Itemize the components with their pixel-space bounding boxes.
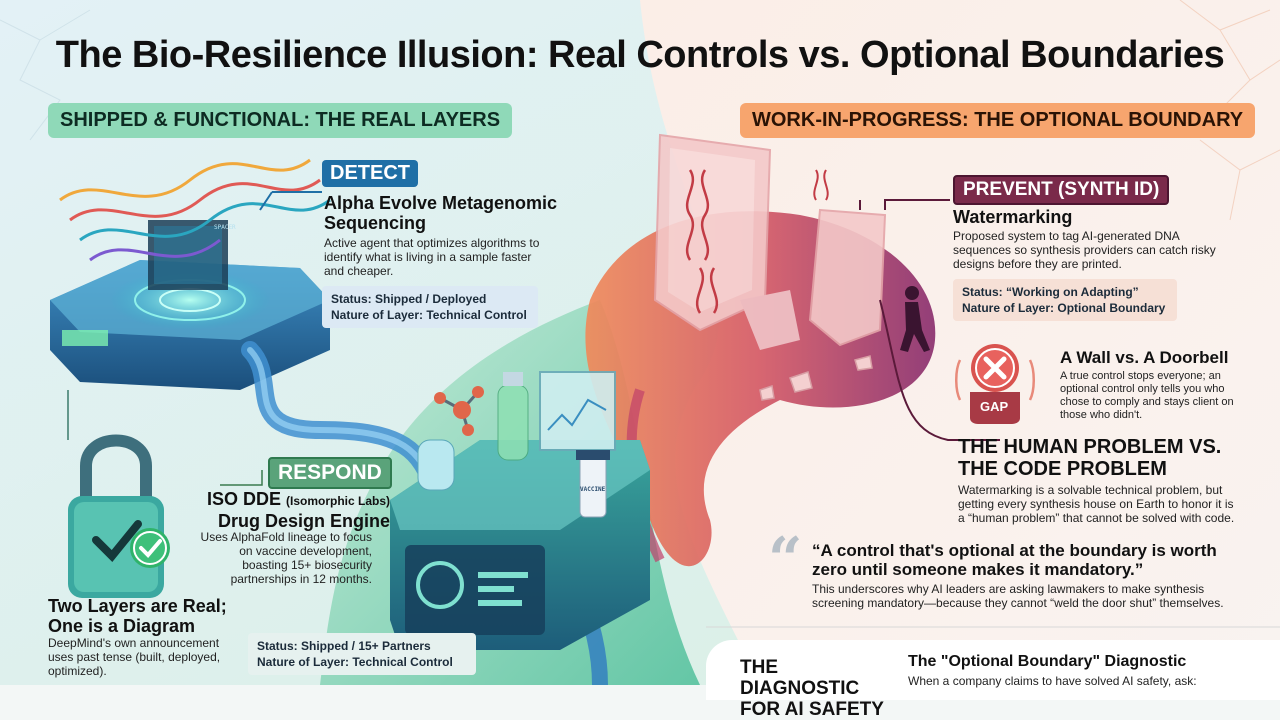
diagnostic-side-title: THE DIAGNOSTIC FOR AI SAFETY — [740, 657, 884, 720]
prevent-tag: PREVENT (SYNTH ID) — [953, 175, 1170, 205]
detect-heading: Alpha Evolve Metagenomic Sequencing — [324, 193, 558, 233]
two-layers-heading: Two Layers are Real; One is a Diagram — [48, 596, 227, 636]
respond-heading-note: (Isomorphic Labs) — [285, 494, 390, 508]
human-problem-body: Watermarking is a solvable technical pro… — [958, 483, 1235, 525]
respond-nature: Nature of Layer: Technical Control — [257, 655, 453, 669]
quote-text: “A control that's optional at the bounda… — [812, 541, 1217, 579]
diagnostic-body: When a company claims to have solved AI … — [908, 674, 1197, 688]
respond-heading-line2: Drug Design Engine — [217, 511, 390, 531]
respond-status: Status: Shipped / 15+ Partners — [257, 639, 431, 653]
detect-status-box: Status: Shipped / Deployed Nature of Lay… — [322, 286, 538, 328]
prevent-status: Status: “Working on Adapting” — [962, 285, 1139, 299]
page-title: The Bio-Resilience Illusion: Real Contro… — [55, 34, 1225, 76]
respond-status-box: Status: Shipped / 15+ Partners Nature of… — [248, 633, 476, 675]
respond-tag: RESPOND — [268, 457, 392, 489]
wall-body: A true control stops everyone; an option… — [1060, 370, 1234, 421]
two-layers-body: DeepMind's own announcement uses past te… — [48, 636, 221, 678]
prevent-heading: Watermarking — [953, 207, 1073, 227]
wall-heading: A Wall vs. A Doorbell — [1060, 348, 1229, 367]
gap-label: GAP — [980, 399, 1009, 414]
vaccine-vial-label: VACCINE — [580, 486, 606, 493]
detect-screen-label: SPACER — [214, 224, 236, 231]
respond-heading: ISO DDE (Isomorphic Labs) Drug Design En… — [200, 489, 390, 531]
shipped-banner: SHIPPED & FUNCTIONAL: THE REAL LAYERS — [48, 103, 513, 138]
prevent-body: Proposed system to tag AI-generated DNA … — [953, 229, 1216, 271]
alarm-icon — [982, 354, 983, 355]
human-problem-heading: THE HUMAN PROBLEM VS. THE CODE PROBLEM — [958, 436, 1222, 480]
respond-body: Uses AlphaFold lineage to focus on vacci… — [200, 530, 372, 586]
prevent-status-box: Status: “Working on Adapting” Nature of … — [953, 279, 1177, 321]
respond-heading-prefix: ISO DDE — [206, 489, 281, 509]
work-in-progress-banner: WORK-IN-PROGRESS: THE OPTIONAL BOUNDARY — [740, 103, 1256, 138]
diagnostic-heading: The "Optional Boundary" Diagnostic — [908, 653, 1187, 670]
quote-mark-icon: “ — [768, 525, 803, 595]
detect-status: Status: Shipped / Deployed — [331, 292, 487, 306]
quote-body: This underscores why AI leaders are aski… — [812, 582, 1224, 610]
prevent-nature: Nature of Layer: Optional Boundary — [962, 301, 1166, 315]
detect-nature: Nature of Layer: Technical Control — [331, 308, 527, 322]
detect-tag: DETECT — [322, 160, 418, 187]
detect-body: Active agent that optimizes algorithms t… — [324, 236, 540, 278]
